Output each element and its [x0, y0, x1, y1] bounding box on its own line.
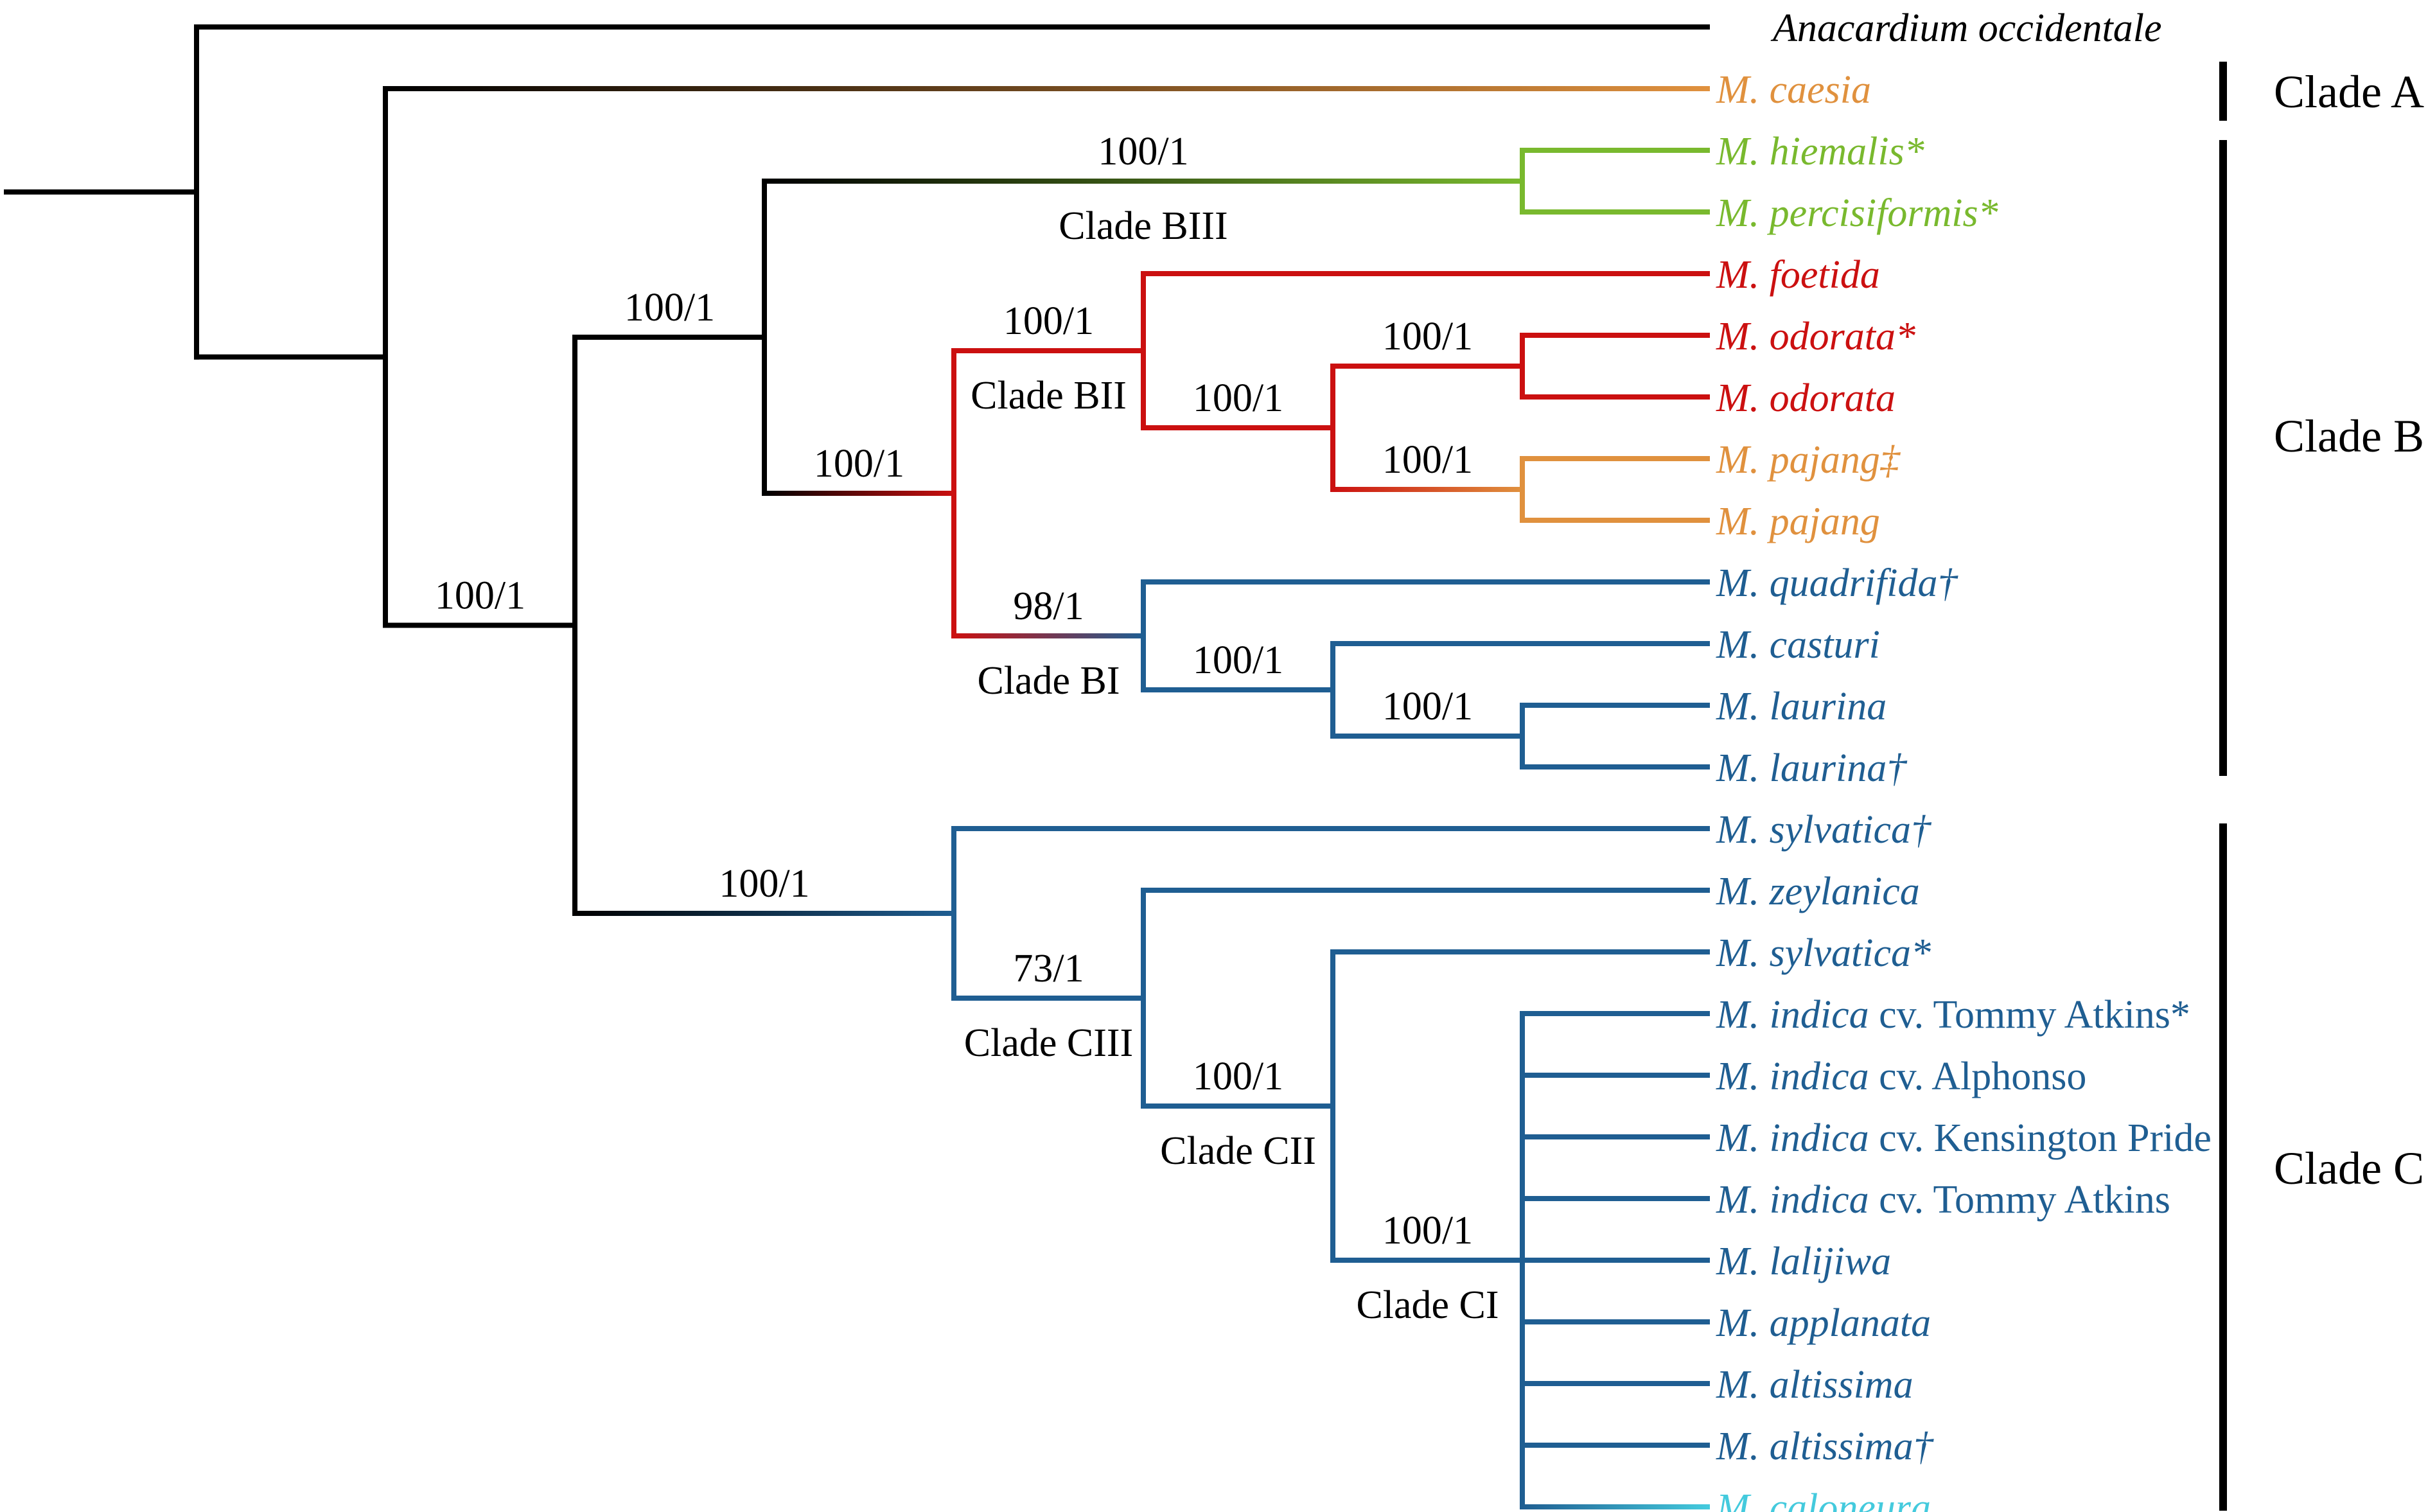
support-label-ciii-core: 73/1 [1013, 947, 1084, 990]
support-label-bii-core: 100/1 [1193, 376, 1283, 420]
support-label-clade-bi-node: 98/1 [1013, 585, 1084, 628]
tip-label-altissima-dag: M. altissima† [1716, 1425, 1935, 1468]
support-label-clade-b-node: 100/1 [624, 286, 715, 330]
clade-bracket-clade-c [2219, 823, 2227, 1511]
support-label-bi-core: 100/1 [1193, 638, 1283, 682]
tip-label-odorata-ast: M. odorata* [1716, 315, 1915, 358]
tip-label-lalijiwa: M. lalijiwa [1716, 1240, 1891, 1283]
clade-sublabel-ciii-core: Clade CIII [964, 1021, 1133, 1065]
clade-bracket-clade-a [2219, 62, 2227, 121]
support-label-pajang-pair: 100/1 [1382, 438, 1473, 482]
clade-sublabel-clade-bii-node: Clade BII [971, 374, 1127, 418]
support-label-laurina-pair: 100/1 [1382, 685, 1473, 728]
clade-sublabel-clade-ci-node: Clade CI [1356, 1283, 1499, 1327]
tip-label-hiemalis: M. hiemalis* [1716, 130, 1924, 173]
tip-label-laurina-dag: M. laurina† [1716, 746, 1908, 790]
tip-label-applanata: M. applanata [1716, 1301, 1931, 1345]
clade-bracket-label-clade-b: Clade B [2274, 410, 2424, 462]
support-label-clade-cii-node: 100/1 [1193, 1055, 1283, 1098]
support-label-n2: 100/1 [435, 574, 525, 618]
support-label-odorata-pair: 100/1 [1382, 315, 1473, 358]
tip-label-pajang: M. pajang [1716, 500, 1880, 543]
clade-bracket-clade-b [2219, 140, 2227, 776]
tip-label-pajang-ddag: M. pajang‡ [1716, 438, 1901, 482]
tip-label-indica-tommy-atkins: M. indica cv. Tommy Atkins [1716, 1178, 2170, 1222]
clade-sublabel-clade-biii-node: Clade BIII [1059, 204, 1227, 248]
tip-label-caesia: M. caesia [1716, 68, 1871, 112]
tip-label-altissima: M. altissima [1716, 1363, 1913, 1407]
clade-bracket-label-clade-c: Clade C [2274, 1143, 2424, 1194]
tip-label-indica-alphonso: M. indica cv. Alphonso [1716, 1055, 2086, 1098]
clade-sublabel-clade-cii-node: Clade CII [1160, 1129, 1316, 1173]
tip-label-caloneura: M. caloneura [1716, 1486, 1931, 1512]
support-label-b-core: 100/1 [814, 442, 904, 486]
support-label-clade-c-node: 100/1 [719, 862, 809, 906]
branches-layer [4, 24, 1710, 1509]
support-label-clade-biii-node: 100/1 [1098, 130, 1188, 173]
support-label-clade-bii-node: 100/1 [1003, 299, 1094, 343]
tip-label-laurina: M. laurina [1716, 685, 1887, 728]
tip-label-zeylanica: M. zeylanica [1716, 870, 1920, 913]
tip-label-indica-kensington-pride: M. indica cv. Kensington Pride [1716, 1116, 2212, 1160]
tip-label-indica-tommy-atkins-ast: M. indica cv. Tommy Atkins* [1716, 993, 2190, 1037]
tip-label-anacardium: Anacardium occidentale [1770, 6, 2161, 50]
tip-label-casturi: M. casturi [1716, 623, 1880, 667]
tip-label-quadrifida-dag: M. quadrifida† [1716, 561, 1958, 605]
brackets-layer [2219, 62, 2227, 1511]
tip-label-foetida: M. foetida [1716, 253, 1880, 297]
tip-label-percisiformis: M. percisiformis* [1716, 191, 1998, 235]
clade-bracket-label-clade-a: Clade A [2274, 66, 2424, 118]
clade-sublabel-clade-bi-node: Clade BI [977, 659, 1120, 703]
support-label-clade-ci-node: 100/1 [1382, 1209, 1473, 1253]
tip-label-odorata: M. odorata [1716, 376, 1896, 420]
tip-label-sylvatica-ast: M. sylvatica* [1716, 931, 1931, 975]
tip-label-sylvatica-dag: M. sylvatica† [1716, 808, 1932, 852]
